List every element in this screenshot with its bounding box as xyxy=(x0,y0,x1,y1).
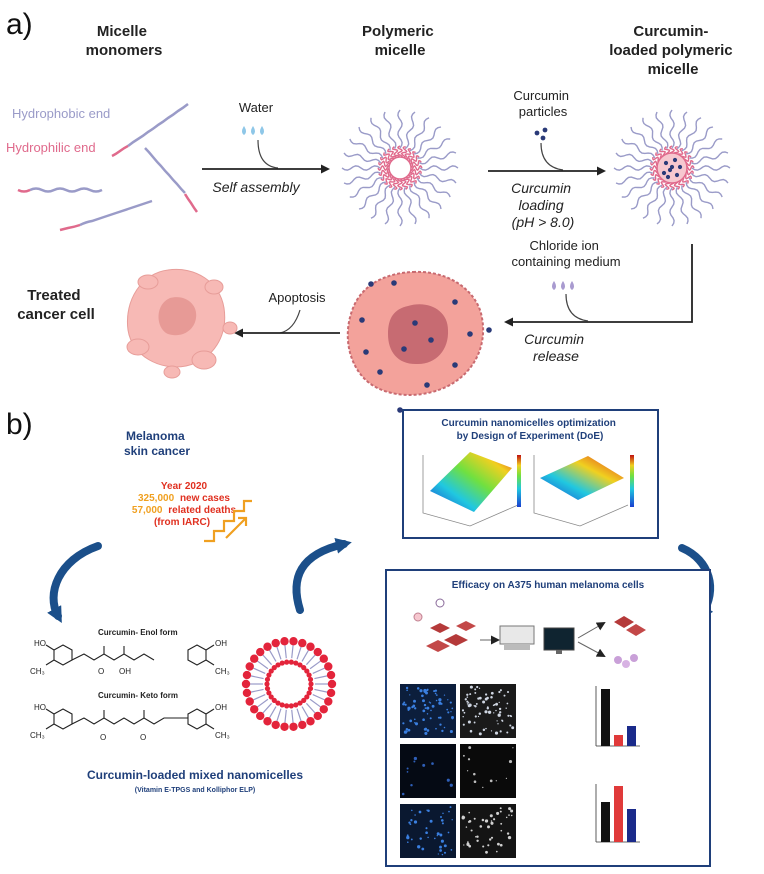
curcumin-release-label: Curcumin release xyxy=(524,331,588,364)
curcumin-particles-icon xyxy=(534,127,548,141)
curcumin-release-arrow xyxy=(504,244,693,327)
particles-inflow-line xyxy=(540,142,564,171)
chloride-drops-icon xyxy=(552,281,574,290)
doe-surface-plot-1 xyxy=(422,452,521,527)
monomer-chains xyxy=(17,103,199,232)
polymeric-micelle-icon xyxy=(341,109,459,227)
enol-form-label: Curcumin- Enol form xyxy=(98,628,178,637)
doe-box: Curcumin nanomicelles optimization by De… xyxy=(402,409,659,539)
cancer-cell-icon xyxy=(346,270,492,413)
panel-b-label: b) xyxy=(6,408,33,441)
keto-form-label: Curcumin- Keto form xyxy=(98,691,178,700)
water-label: Water xyxy=(239,100,274,115)
svg-text:O: O xyxy=(100,733,106,742)
svg-text:CH₃: CH₃ xyxy=(30,731,45,740)
curcumin-structures xyxy=(45,644,215,730)
year-label: Year 2020 xyxy=(161,481,208,492)
svg-text:HO: HO xyxy=(34,639,46,648)
apoptosis-label: Apoptosis xyxy=(268,290,326,305)
doe-title: Curcumin nanomicelles optimization by De… xyxy=(441,418,618,442)
efficacy-title: Efficacy on A375 human melanoma cells xyxy=(452,580,645,591)
self-assembly-label: Self assembly xyxy=(212,179,300,195)
hydrophobic-label: Hydrophobic end xyxy=(12,106,110,121)
bar-chart-survival xyxy=(595,686,640,747)
svg-text:OH: OH xyxy=(215,639,227,648)
svg-text:CH₃: CH₃ xyxy=(30,667,45,676)
water-inflow-line xyxy=(257,139,279,169)
curcumin-particles-label: Curcumin particles xyxy=(513,88,572,119)
water-drops-icon xyxy=(242,126,264,135)
cycle-arrow-middle xyxy=(292,537,352,614)
nanomicelle-vesicle-icon xyxy=(241,637,337,731)
chloride-medium-label: Chloride ion containing medium xyxy=(511,238,620,269)
structure-atom-labels: HO CH₃ OH CH₃ O OH HO CH₃ OH CH₃ O O xyxy=(30,639,230,742)
workflow-schematic xyxy=(413,598,646,668)
svg-text:HO: HO xyxy=(34,703,46,712)
treated-cancer-cell-icon xyxy=(126,268,238,379)
monomers-title: Micelle monomers xyxy=(86,23,163,59)
apoptosis-inflow-line xyxy=(279,309,301,334)
new-cases-line: 325,000 new cases xyxy=(138,493,230,504)
panel-b: b) Melanoma skin cancer Year 2020 325,00… xyxy=(6,408,715,867)
nanomicelles-subtitle: (Vitamin E-TPGS and Kolliphor ELP) xyxy=(135,787,255,794)
panel-a: a) Micelle monomers Polymeric micelle Cu… xyxy=(6,8,737,413)
svg-text:OH: OH xyxy=(215,703,227,712)
bar-chart-morphology xyxy=(595,784,640,843)
cycle-arrow-left xyxy=(47,542,102,624)
microscopy-grid xyxy=(400,684,516,858)
treated-cell-title: Treated cancer cell xyxy=(17,287,95,323)
efficacy-box: Efficacy on A375 human melanoma cells xyxy=(385,569,711,867)
curcumin-loaded-micelle-icon xyxy=(613,109,731,227)
trend-steps-icon xyxy=(204,499,252,543)
curcumin-loading-label: Curcumin loading (pH > 8.0) xyxy=(511,180,575,230)
loaded-micelle-title: Curcumin- loaded polymeric micelle xyxy=(609,23,737,78)
doe-surface-plot-2 xyxy=(533,455,634,527)
svg-text:OH: OH xyxy=(119,667,131,676)
hydrophilic-label: Hydrophilic end xyxy=(6,140,96,155)
panel-a-label: a) xyxy=(6,8,33,41)
svg-text:CH₃: CH₃ xyxy=(215,731,230,740)
svg-text:O: O xyxy=(140,733,146,742)
deaths-line: 57,000 related deaths xyxy=(132,505,237,516)
nanomicelles-title: Curcumin-loaded mixed nanomicelles xyxy=(87,768,303,782)
polymeric-micelle-title: Polymeric micelle xyxy=(362,23,438,59)
svg-text:CH₃: CH₃ xyxy=(215,667,230,676)
svg-text:O: O xyxy=(98,667,104,676)
source-label: (from IARC) xyxy=(154,517,210,528)
chloride-inflow-line xyxy=(565,293,589,322)
melanoma-title: Melanoma skin cancer xyxy=(124,429,190,458)
